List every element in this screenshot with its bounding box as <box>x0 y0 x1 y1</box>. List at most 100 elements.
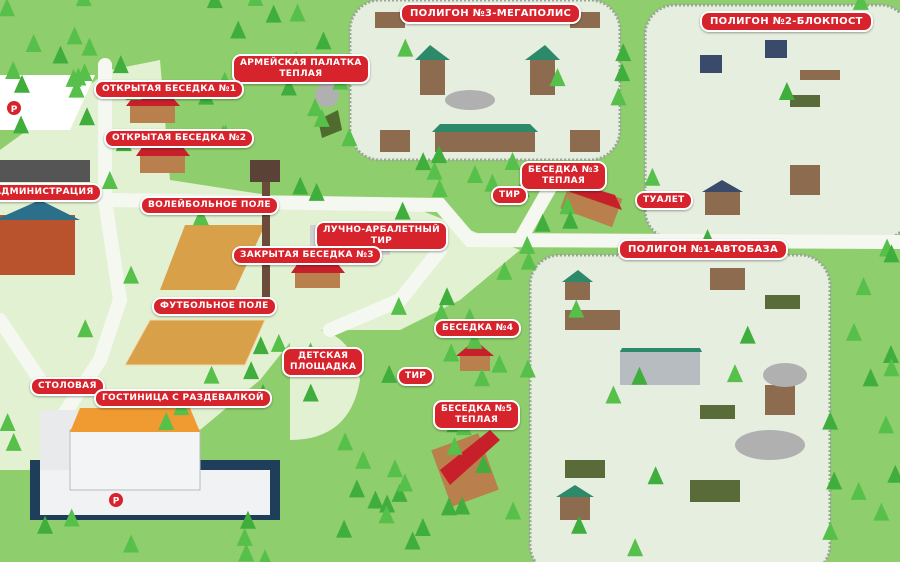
tree <box>614 63 631 82</box>
tower <box>262 180 270 300</box>
tree <box>852 0 869 10</box>
tree <box>404 531 421 550</box>
tree <box>571 515 588 534</box>
tree <box>367 490 384 509</box>
tree <box>883 358 900 377</box>
tree <box>862 368 879 387</box>
label-range-top[interactable]: ТИР <box>491 186 529 205</box>
tree <box>378 505 395 524</box>
tree <box>562 210 579 229</box>
tree <box>5 61 22 80</box>
tree <box>252 336 269 355</box>
tree <box>68 79 85 98</box>
tree <box>882 344 899 363</box>
label-football[interactable]: ФУТБОЛЬНОЕ ПОЛЕ <box>152 297 277 316</box>
label-gazebo2[interactable]: ОТКРЫТАЯ БЕСЕДКА №2 <box>104 129 255 148</box>
tree <box>75 0 92 7</box>
tree <box>873 502 890 521</box>
tree <box>0 0 15 17</box>
tree <box>855 277 872 296</box>
svg-text:P: P <box>113 497 120 507</box>
label-hotel[interactable]: ГОСТИНИЦА С РАЗДЕВАЛКОЙ <box>94 389 272 408</box>
tree <box>192 207 209 226</box>
tree <box>236 527 253 546</box>
label-line: ТЕПЛАЯ <box>542 176 586 186</box>
tree <box>66 26 83 45</box>
tree <box>644 167 661 186</box>
tree <box>615 43 632 62</box>
label-line: ТЕПЛАЯ <box>455 415 499 425</box>
admin-building <box>0 215 75 275</box>
tree <box>475 454 492 473</box>
tree <box>307 98 324 117</box>
tree <box>259 549 271 562</box>
label-line: АРМЕЙСКАЯ ПАЛАТКА <box>240 58 362 68</box>
tree <box>289 3 306 22</box>
tree <box>37 515 54 534</box>
tree <box>302 383 319 402</box>
tree <box>270 333 287 352</box>
tree <box>822 411 839 430</box>
tree <box>77 319 94 338</box>
tree <box>505 501 522 520</box>
label-polygon2[interactable]: ПОЛИГОН №2-БЛОКПОСТ <box>700 11 873 32</box>
tree <box>76 63 93 82</box>
label-polygon1[interactable]: ПОЛИГОН №1-АВТОБАЗА <box>618 239 788 260</box>
central-clearing <box>0 60 520 470</box>
tree <box>466 164 483 183</box>
tree <box>559 196 576 215</box>
tree <box>549 68 566 87</box>
tree <box>850 481 867 500</box>
playground-area <box>290 328 360 440</box>
label-line: БЕСЕДКА №3 <box>528 165 600 175</box>
label-line: БЕСЕДКА №5 <box>441 404 513 414</box>
label-admin[interactable]: АДМИНИСТРАЦИЯ <box>0 183 102 202</box>
label-range-mid[interactable]: ТИР <box>397 367 435 386</box>
tree <box>355 450 372 469</box>
label-polygon3[interactable]: ПОЛИГОН №3-МЕГАПОЛИС <box>400 3 582 24</box>
tree <box>454 496 471 515</box>
label-canteen[interactable]: СТОЛОВАЯ <box>30 377 105 396</box>
tree <box>348 479 365 498</box>
tree <box>308 182 325 201</box>
tree <box>647 466 664 485</box>
tree <box>203 365 220 384</box>
tree <box>627 538 644 557</box>
tree <box>123 265 140 284</box>
label-line: ЛУЧНО-АРБАЛЕТНЫЙ <box>323 225 440 235</box>
tree <box>381 364 398 383</box>
tree <box>63 508 80 527</box>
tree <box>474 368 491 387</box>
tree <box>726 364 743 383</box>
tree <box>5 432 22 451</box>
tree <box>341 128 358 147</box>
tree <box>123 534 140 553</box>
tree <box>280 77 297 96</box>
tree <box>0 413 16 432</box>
label-gazebo1[interactable]: ОТКРЫТАЯ БЕСЕДКА №1 <box>94 80 245 99</box>
label-volleyball[interactable]: ВОЛЕЙБОЛЬНОЕ ПОЛЕ <box>140 196 279 215</box>
tree <box>391 483 408 502</box>
tree <box>519 359 536 378</box>
tree <box>440 497 457 516</box>
tree <box>336 519 353 538</box>
football-field <box>124 319 266 366</box>
tree <box>778 81 795 100</box>
tree <box>12 115 29 134</box>
tree <box>112 55 129 74</box>
label-gazebo3-closed[interactable]: ЗАКРЫТАЯ БЕСЕДКА №3 <box>232 246 382 265</box>
tree <box>13 74 30 93</box>
tree <box>292 176 309 195</box>
tree <box>534 213 551 232</box>
tree <box>52 45 69 64</box>
label-gazebo4[interactable]: БЕСЕДКА №4 <box>434 319 522 338</box>
tree <box>739 325 756 344</box>
tree <box>397 38 414 57</box>
tree <box>415 152 432 171</box>
label-toilet[interactable]: ТУАЛЕТ <box>635 191 693 210</box>
tree <box>25 33 42 52</box>
